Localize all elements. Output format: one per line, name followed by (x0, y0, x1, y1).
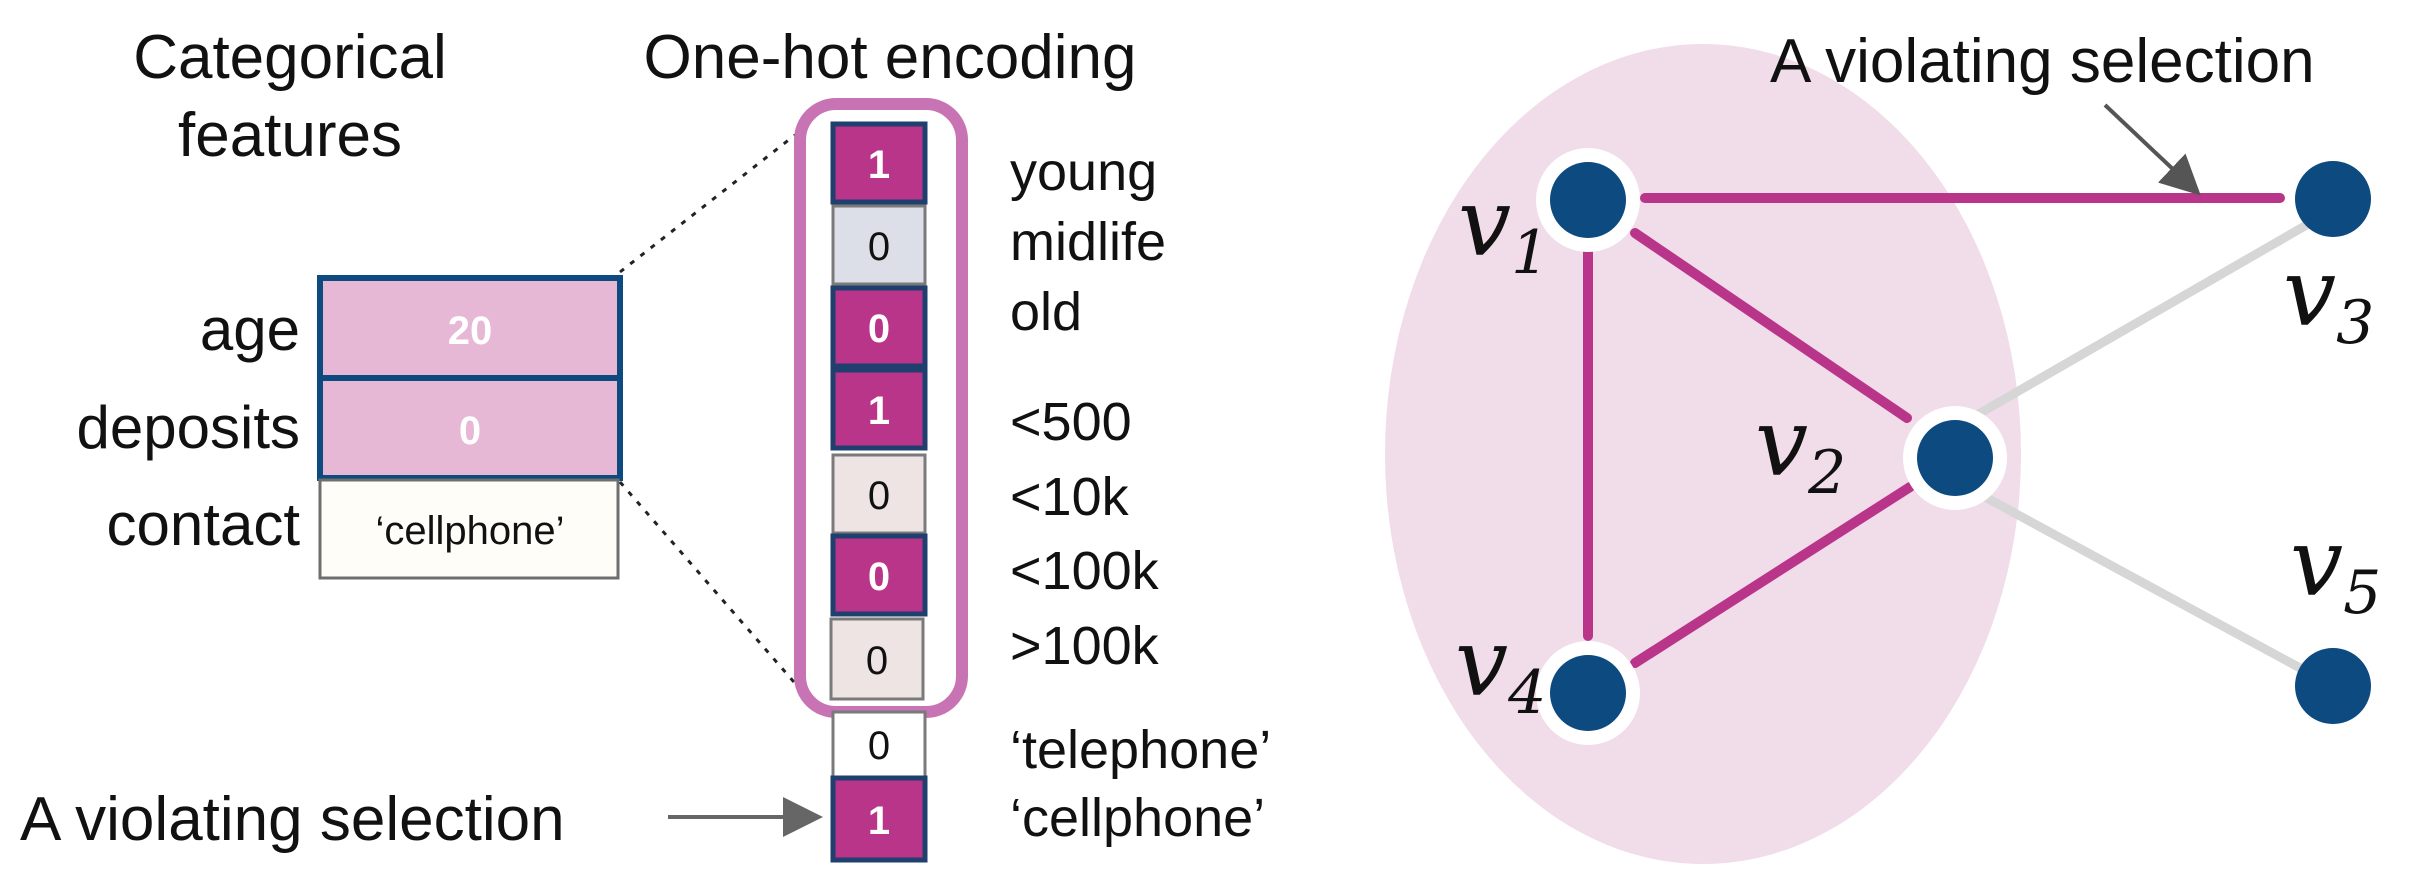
edge-v1-v2 (1630, 228, 1912, 423)
onehot-bit-5: 0 (868, 555, 890, 599)
contact-value: ‘cellphone’ (375, 509, 564, 553)
right-panel: v1 v2 v3 v4 v5 A violating selection (1385, 27, 2381, 864)
onehot-column: 1 0 0 1 0 0 0 0 1 (829, 121, 928, 863)
label-v1-sub: 1 (1511, 218, 1549, 288)
deposits-value: 0 (459, 409, 481, 453)
violating-selection-label-right: A violating selection (1770, 27, 2315, 96)
contact-cell (318, 478, 620, 580)
onehot-cell-4 (831, 453, 927, 535)
label-v5-sub: 5 (2343, 558, 2381, 628)
left-panel: Categorical features One-hot encoding 20… (20, 23, 1271, 863)
onehot-cell-2 (830, 285, 928, 369)
violating-arrow-right (2103, 103, 2201, 196)
categorical-heading-line2: features (178, 101, 402, 170)
onehot-bit-3: 1 (868, 389, 890, 433)
edge-v2-v3 (1958, 218, 2315, 428)
edge-v2-v4 (1630, 482, 1915, 668)
onehot-cell-7 (831, 710, 927, 780)
zoom-connector-top (619, 133, 796, 274)
category-label-5: <100k (1010, 541, 1160, 601)
category-label-4: <10k (1010, 467, 1130, 527)
onehot-cell-6 (829, 617, 925, 701)
onehot-bit-6: 0 (866, 639, 888, 683)
label-v3-sub: 3 (2336, 288, 2374, 358)
deposits-cell (317, 375, 623, 481)
edge-v2-v5 (1958, 480, 2305, 673)
node-v1 (1550, 162, 1626, 238)
onehot-bit-2: 0 (868, 307, 890, 351)
onehot-cell-0 (830, 121, 928, 205)
zoom-connector-bottom (618, 481, 822, 713)
node-v2 (1917, 420, 1993, 496)
age-value: 20 (448, 309, 493, 353)
label-v2: v2 (1755, 389, 1846, 508)
category-label-1: midlife (1010, 212, 1166, 272)
violating-selection-label-left: A violating selection (20, 785, 565, 854)
onehot-bit-8: 1 (868, 799, 890, 843)
label-v3: v3 (2283, 239, 2374, 358)
label-v4-sub: 4 (1507, 658, 1546, 728)
onehot-cell-3 (830, 367, 928, 451)
onehot-bit-1: 0 (868, 225, 890, 269)
selection-ellipse (1385, 44, 2021, 864)
deposits-label: deposits (77, 394, 300, 461)
onehot-bit-7: 0 (868, 724, 890, 768)
category-label-8: ‘cellphone’ (1010, 788, 1265, 848)
onehot-bit-0: 1 (868, 143, 890, 187)
category-label-6: >100k (1010, 616, 1160, 676)
node-v3 (2295, 161, 2371, 237)
category-label-2: old (1010, 282, 1082, 342)
label-v4: v4 (1455, 609, 1546, 728)
onehot-bit-4: 0 (868, 474, 890, 518)
onehot-cell-8 (830, 775, 928, 863)
onehot-cell-5 (830, 533, 928, 617)
node-v5 (2295, 648, 2371, 724)
age-label: age (200, 296, 300, 363)
category-label-7: ‘telephone’ (1010, 720, 1271, 780)
node-v4 (1550, 655, 1626, 731)
label-v1: v1 (1458, 169, 1549, 288)
category-label-3: <500 (1010, 392, 1132, 452)
contact-label: contact (107, 491, 301, 558)
label-v5: v5 (2290, 509, 2381, 628)
label-v2-sub: 2 (1807, 438, 1846, 508)
categorical-heading-line1: Categorical (133, 23, 447, 92)
onehot-cell-1 (831, 204, 927, 286)
onehot-heading: One-hot encoding (644, 23, 1137, 92)
onehot-labels: young midlife old <500 <10k <100k >100k … (1010, 142, 1271, 848)
category-label-0: young (1010, 142, 1157, 202)
feature-table: 20 0 ‘cellphone’ age deposits contact (77, 275, 623, 580)
